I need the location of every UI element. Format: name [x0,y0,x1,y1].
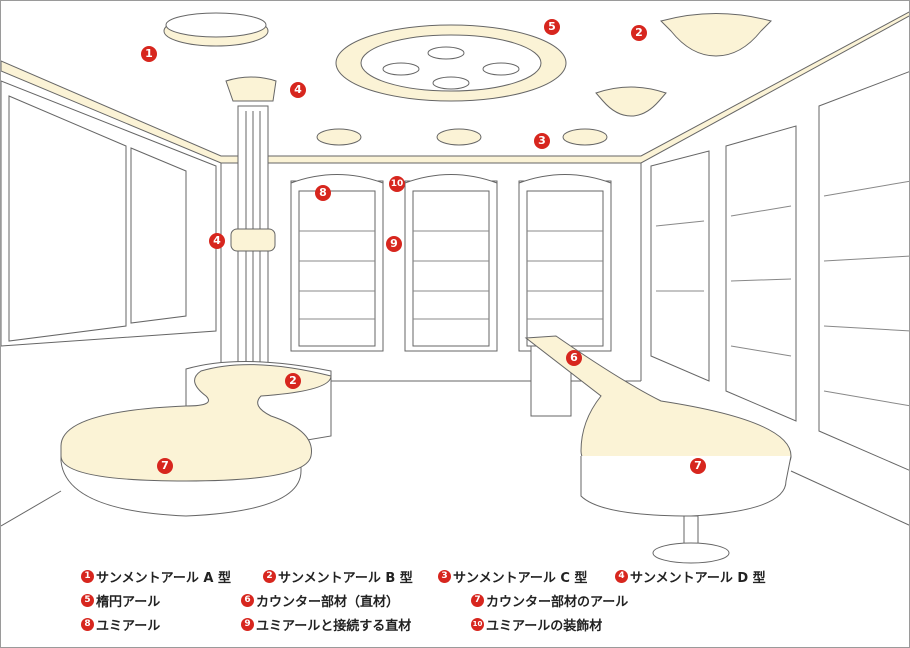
marker-5: 5 [544,19,560,35]
marker-4-capital: 4 [290,82,306,98]
legend-label: カウンター部材のアール [486,595,629,610]
legend-label: サンメントアール A 型 [96,571,231,586]
legend-number: 9 [241,618,254,631]
marker-2-base: 2 [285,373,301,389]
back-shelves [290,174,612,352]
legend-number: 2 [263,570,276,583]
marker-6: 6 [566,350,582,366]
legend-label: ユミアールと接続する直材 [256,619,412,634]
legend-label: カウンター部材（直材） [256,595,400,610]
legend-number: 10 [471,618,484,631]
room-structure [1,11,909,527]
legend-label: サンメントアール D 型 [630,571,766,586]
marker-7-right: 7 [690,458,706,474]
marker-4-ring: 4 [209,233,225,249]
marker-7-left: 7 [157,458,173,474]
legend-label: 楕円アール [96,595,161,610]
marker-3: 3 [534,133,550,149]
column [225,76,278,388]
left-counter [60,360,332,517]
legend-number: 5 [81,594,94,607]
legend-label: ユミアール [96,619,161,634]
marker-2: 2 [631,25,647,41]
legend-label: ユミアールの装飾材 [486,619,603,634]
marker-8: 8 [315,185,331,201]
legend-number: 3 [438,570,451,583]
legend-number: 8 [81,618,94,631]
legend-label: サンメントアール B 型 [278,571,413,586]
legend-number: 4 [615,570,628,583]
marker-9: 9 [386,236,402,252]
legend-number: 6 [241,594,254,607]
legend-number: 7 [471,594,484,607]
ceiling-fixtures [163,12,772,146]
marker-1: 1 [141,46,157,62]
legend-number: 1 [81,570,94,583]
right-shelves [650,71,909,471]
right-counter [524,335,792,564]
legend-label: サンメントアール C 型 [453,571,588,586]
marker-10: 10 [389,176,405,192]
